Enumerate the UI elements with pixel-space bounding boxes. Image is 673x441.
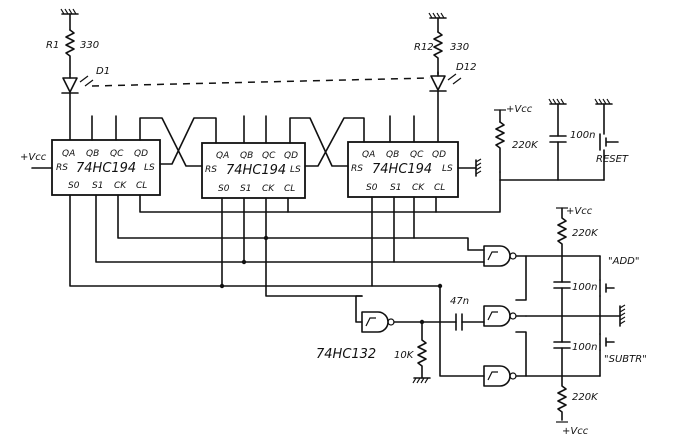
shift-register-2: QA QB QC QD RS LS 74HC194 S0 S1 CK CL — [201, 142, 306, 199]
ground-symbol-r12 — [428, 12, 447, 33]
junction-dot-s0 — [219, 283, 225, 289]
ground-symbol-reset-button — [594, 98, 613, 105]
add-button[interactable] — [599, 279, 615, 297]
chip1-name: 74HC194 — [76, 161, 136, 176]
capacitor-sub-value: 100n — [572, 342, 597, 353]
wire-chip3-qa-back — [304, 117, 365, 167]
chip1-pin-qa: QA — [62, 149, 75, 159]
ground-symbol-ls — [475, 158, 482, 177]
led-d12-label: D12 — [456, 62, 476, 73]
chip3-pin-qc: QC — [410, 150, 424, 160]
chip1-pin-s0: S0 — [68, 181, 80, 191]
nand-gate-left — [361, 311, 395, 333]
capacitor-reset-value: 100n — [570, 130, 595, 141]
reset-button-label: RESET — [596, 154, 629, 165]
resistor-pulldown-value: 10K — [394, 350, 415, 361]
resistor-r12-label: R12 — [414, 42, 434, 53]
chip3-pin-rs: RS — [351, 164, 363, 174]
chip2-pin-rs: RS — [205, 165, 217, 175]
wire-chip2-qd-to-chip3-rs — [289, 117, 349, 167]
shift-register-1: QA QB QC QD RS LS 74HC194 S0 S1 CK CL — [51, 139, 161, 196]
chip2-pin-ck: CK — [262, 184, 275, 194]
chip3-name: 74HC194 — [372, 162, 432, 177]
ground-symbol-pulldown — [412, 377, 431, 384]
wire-chip2-qa-back — [159, 117, 217, 165]
led-d12 — [429, 71, 462, 92]
resistor-r1 — [65, 29, 75, 75]
junction-dot-ck — [263, 235, 269, 241]
wire-chip1-qd-to-chip2-rs — [139, 117, 203, 167]
junction-dot-s1 — [241, 259, 247, 265]
subtr-button-label: "SUBTR" — [604, 354, 647, 365]
chip2-pin-qb: QB — [240, 151, 253, 161]
nand-gate-top — [483, 245, 517, 267]
resistor-r1-label: R1 — [46, 40, 59, 51]
chip2-pin-s1: S1 — [240, 184, 251, 194]
chip3-pin-cl: CL — [434, 183, 445, 193]
wire-to-nand1 — [265, 237, 363, 297]
resistor-r12-value: 330 — [450, 42, 469, 53]
wire-nand-bottom-out — [515, 331, 527, 377]
vcc-reset-label: +Vcc — [506, 104, 533, 115]
ground-symbol-r1 — [60, 8, 79, 31]
resistor-r1-value: 330 — [80, 40, 99, 51]
chip1-pin-ls: LS — [144, 163, 155, 173]
wire-nand-left-in — [355, 295, 363, 323]
vcc-bottom-label: +Vcc — [562, 426, 589, 437]
chip2-pin-qd: QD — [284, 151, 298, 161]
chip2-pin-ls: LS — [290, 165, 301, 175]
reset-button[interactable] — [599, 133, 619, 151]
capacitor-coupling-value: 47n — [450, 296, 469, 307]
chip1-pin-cl: CL — [136, 181, 147, 191]
resistor-add-value: 220K — [572, 228, 599, 239]
chip1-pin-ck: CK — [114, 181, 127, 191]
capacitor-add-value: 100n — [572, 282, 597, 293]
subtr-button[interactable] — [599, 333, 615, 351]
resistor-r12 — [433, 31, 443, 75]
chip2-pin-s0: S0 — [218, 184, 230, 194]
chip3-pin-ck: CK — [412, 183, 425, 193]
nand-gate-middle — [483, 305, 517, 327]
led-chain-dashed-line — [91, 77, 431, 87]
chip2-pin-qa: QA — [216, 151, 229, 161]
wire-nand-top-out — [515, 255, 527, 301]
chip1-pin-rs: RS — [56, 163, 68, 173]
chip3-pin-s1: S1 — [390, 183, 401, 193]
add-button-label: "ADD" — [608, 256, 639, 267]
vcc-top-right-label: +Vcc — [566, 206, 593, 217]
chip2-pin-qc: QC — [262, 151, 276, 161]
ground-symbol-keys — [619, 304, 626, 327]
gate-chip-label: 74HC132 — [316, 347, 376, 362]
chip3-pin-s0: S0 — [366, 183, 378, 193]
chip3-pin-qb: QB — [386, 150, 399, 160]
resistor-pulldown — [417, 321, 427, 379]
resistor-add — [557, 207, 567, 257]
wire-reset-bus — [139, 179, 501, 213]
resistor-reset — [495, 121, 505, 173]
wire-bus-s1 — [95, 194, 485, 263]
resistor-sub — [557, 375, 567, 421]
shift-register-3: QA QB QC QD RS LS 74HC194 S0 S1 CK CL — [347, 141, 459, 198]
wire-bus-ck — [117, 194, 485, 251]
resistor-reset-value: 220K — [512, 140, 539, 151]
chip1-pin-qb: QB — [86, 149, 99, 159]
chip3-pin-qd: QD — [432, 150, 446, 160]
led-d1-label: D1 — [96, 66, 110, 77]
junction-dot-s0-right — [437, 283, 443, 289]
led-d1 — [61, 73, 94, 94]
resistor-sub-value: 220K — [572, 392, 599, 403]
vcc-left-label: +Vcc — [20, 152, 47, 163]
wire-reset-node — [499, 171, 605, 181]
chip1-pin-s1: S1 — [92, 181, 103, 191]
nand-gate-bottom — [483, 365, 517, 387]
chip1-pin-qc: QC — [110, 149, 124, 159]
chip2-name: 74HC194 — [226, 163, 286, 178]
chip3-pin-qa: QA — [362, 150, 375, 160]
chip2-pin-cl: CL — [284, 184, 295, 194]
ground-symbol-reset-cap — [548, 98, 567, 105]
chip1-pin-qd: QD — [134, 149, 148, 159]
chip3-pin-ls: LS — [442, 164, 453, 174]
